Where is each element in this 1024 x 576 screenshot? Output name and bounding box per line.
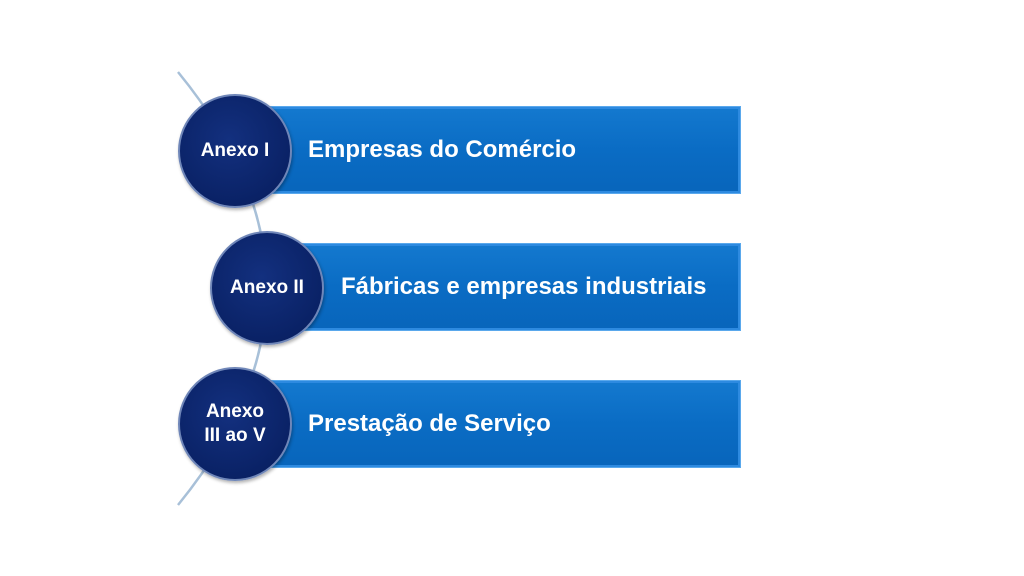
item-bar-2: Fábricas e empresas industriais [290,243,741,331]
badge-label: Anexo III ao V [204,401,266,446]
item-bar-3: Prestação de Serviço [255,380,741,468]
item-label: Fábricas e empresas industriais [341,273,707,300]
item-badge-2: Anexo II [210,231,324,345]
badge-label: Anexo I [200,140,270,161]
item-label: Empresas do Comércio [308,136,577,163]
badge-label: Anexo II [230,277,304,298]
item-badge-1: Anexo I [178,94,292,208]
item-bar-1: Empresas do Comércio [255,106,741,194]
item-label: Prestação de Serviço [308,410,551,437]
item-badge-3: Anexo III ao V [178,367,292,481]
